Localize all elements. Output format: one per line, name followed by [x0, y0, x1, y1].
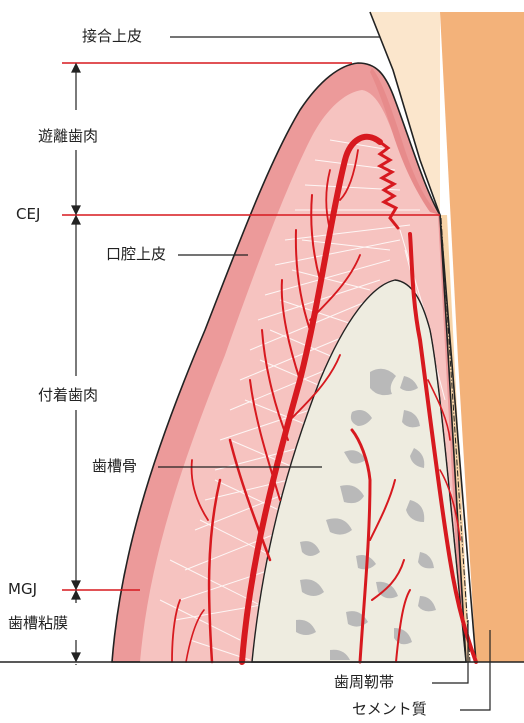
dimension-arrows [72, 64, 80, 665]
label-junctional-epithelium: 接合上皮 [82, 27, 142, 45]
label-cementum: セメント質 [352, 700, 427, 718]
label-oral-epithelium: 口腔上皮 [106, 245, 166, 263]
label-periodontal-ligament: 歯周靭帯 [334, 673, 394, 691]
label-cej: CEJ [16, 205, 40, 223]
label-mgj: MGJ [8, 580, 37, 598]
label-free-gingiva: 遊離歯肉 [38, 127, 98, 145]
label-attached-gingiva: 付着歯肉 [38, 386, 98, 404]
label-alveolar-mucosa: 歯槽粘膜 [8, 614, 68, 632]
label-alveolar-bone: 歯槽骨 [92, 457, 137, 475]
